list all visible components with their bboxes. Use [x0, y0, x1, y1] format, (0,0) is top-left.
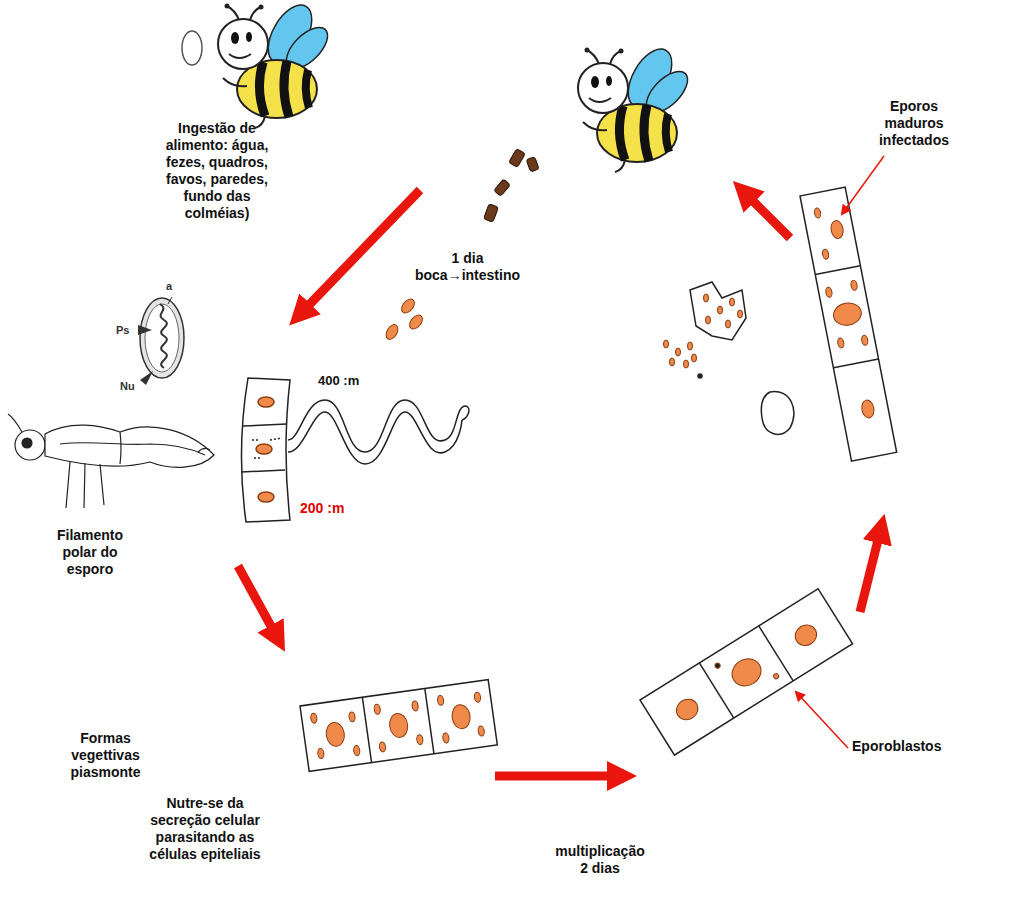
spore	[182, 31, 202, 65]
cycle-arrows	[238, 190, 878, 776]
dimension-label: 400 :m	[318, 372, 359, 389]
bee-figure	[218, 0, 335, 128]
timing-note: multiplicação 2 dias	[551, 843, 649, 877]
stage-label: Formas vegettivas piasmonte	[58, 730, 153, 781]
intestinal-cells	[241, 378, 290, 522]
released-spores	[664, 282, 794, 434]
part-label: Nu	[120, 378, 135, 395]
feces-particles	[484, 149, 540, 223]
leader-lines	[796, 156, 884, 748]
stage-label: Filamento polar do esporo	[42, 527, 138, 578]
sporoblast-cells	[640, 589, 853, 755]
mature-spore-cells	[800, 187, 897, 461]
ingested-spores	[384, 297, 425, 342]
part-label: a	[166, 278, 172, 295]
bee-anatomy-figure	[8, 414, 214, 508]
stage-label: Eporos maduros infectados	[868, 98, 960, 149]
stage-label: Eporoblastos	[852, 738, 941, 755]
stage-note: Nutre-se da secreção celular parasitando…	[139, 795, 271, 863]
bee-figure	[578, 42, 695, 172]
dimension-label: 200 :m	[300, 500, 344, 517]
vegetative-cells	[300, 680, 497, 772]
part-label: Ps	[116, 322, 129, 339]
timing-note: 1 dia boca→intestino	[405, 250, 530, 284]
polar-filament	[288, 400, 469, 464]
intake-note: Ingestão de alimento: água, fezes, quadr…	[153, 120, 281, 222]
spore-anatomy	[138, 297, 184, 385]
